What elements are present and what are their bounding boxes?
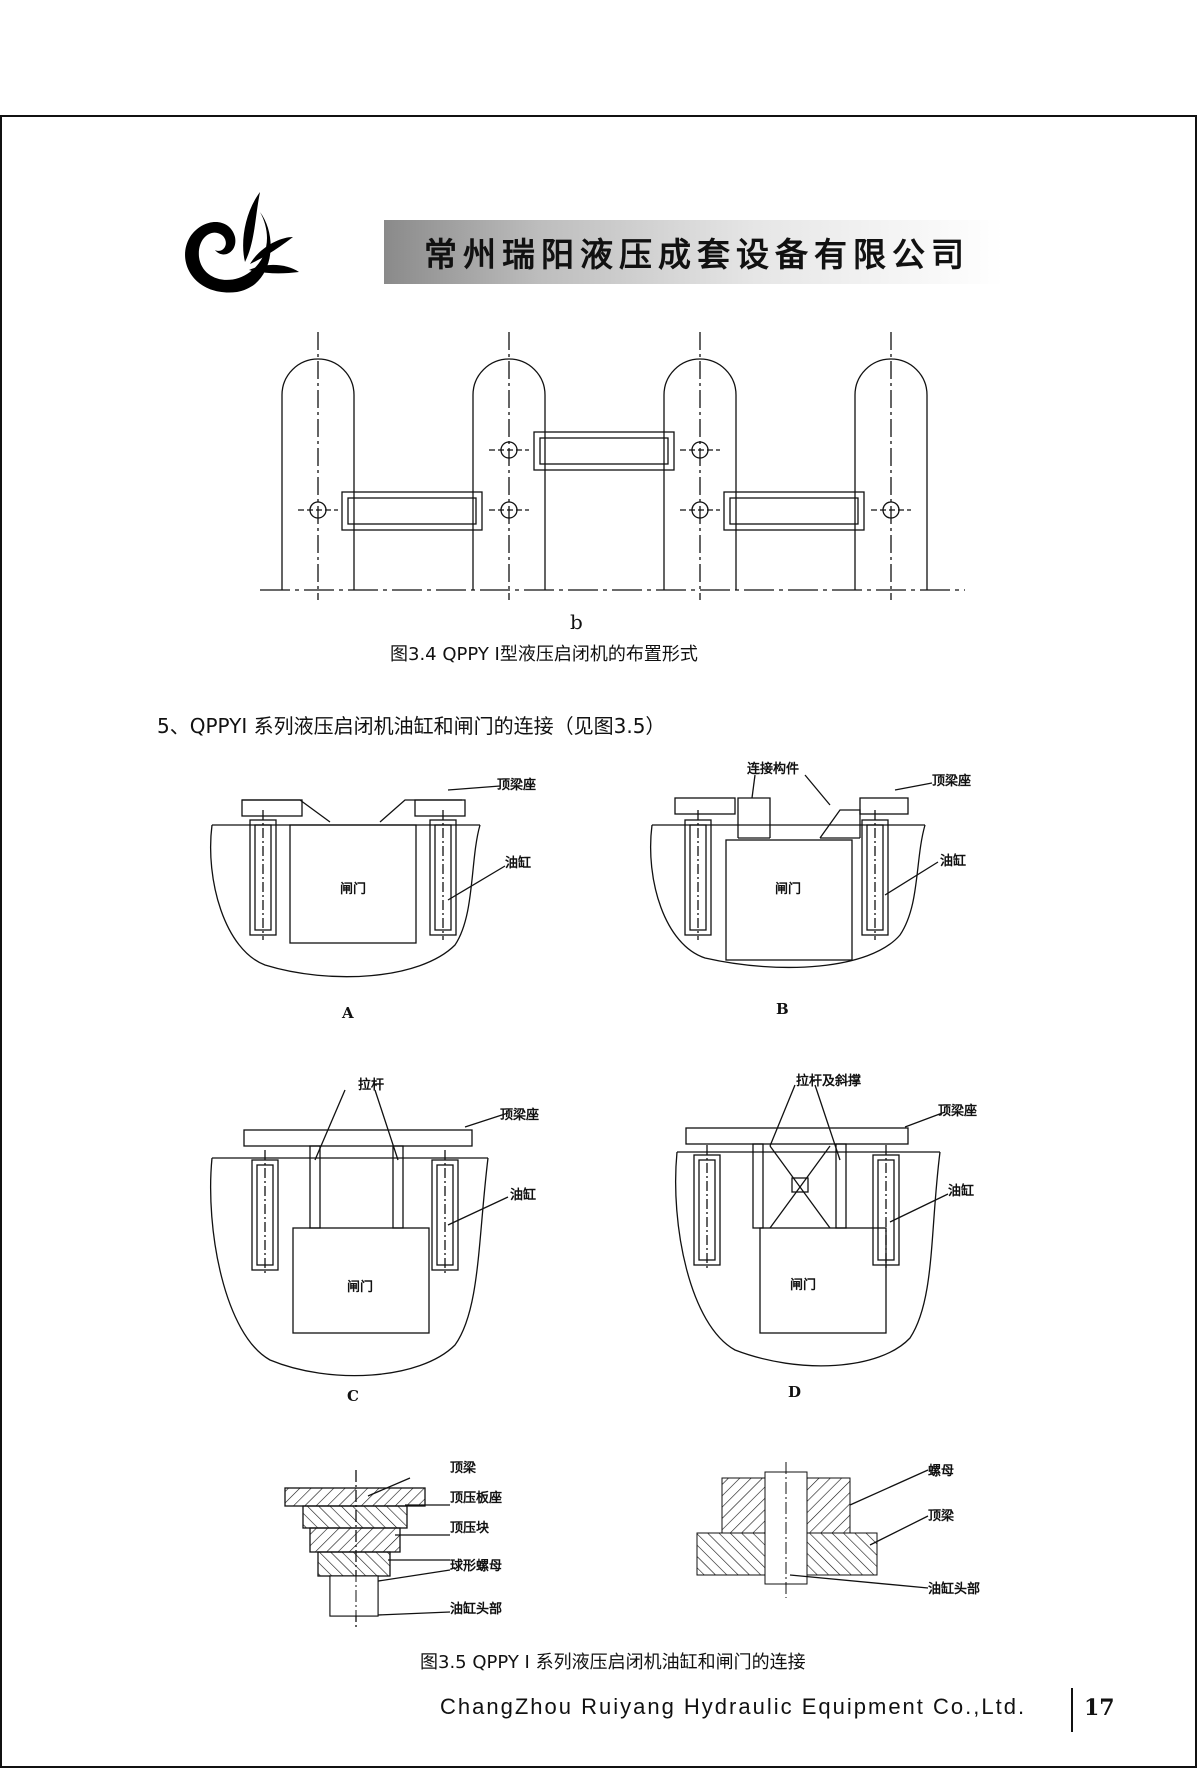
label-a-gate: 闸门	[340, 882, 367, 897]
figure-sub-label: b	[570, 610, 583, 634]
label-d-cylinder: 油缸	[948, 1184, 975, 1199]
label-d-letter: D	[788, 1383, 802, 1401]
footer-company-en: ChangZhou Ruiyang Hydraulic Equipment Co…	[440, 1694, 1027, 1719]
label-b-beam-seat: 顶梁座	[932, 774, 972, 789]
company-logo-icon	[185, 192, 299, 293]
company-name: 常州瑞阳液压成套设备有限公司	[424, 235, 970, 274]
label-c-tie-rod: 拉杆	[358, 1078, 385, 1093]
detail-right-top-beam: 顶梁	[928, 1509, 955, 1524]
label-a-beam-seat: 顶梁座	[497, 778, 537, 793]
page-number: 17	[1084, 1695, 1115, 1721]
detail-right-cylinder-head: 油缸头部	[928, 1582, 981, 1597]
label-b-cylinder: 油缸	[940, 854, 967, 869]
label-d-beam-seat: 顶梁座	[938, 1104, 978, 1119]
section-heading: 5、QPPYⅠ 系列液压启闭机油缸和闸门的连接（见图3.5）	[157, 714, 666, 738]
label-b-connector: 连接构件	[747, 762, 800, 777]
label-a-letter: A	[342, 1004, 354, 1022]
detail-left-press-plate-seat: 顶压板座	[450, 1491, 503, 1506]
detail-left-top-beam: 顶梁	[450, 1461, 477, 1476]
label-c-cylinder: 油缸	[510, 1188, 537, 1203]
company-banner: 常州瑞阳液压成套设备有限公司	[384, 220, 1004, 284]
label-d-tie-rod-brace: 拉杆及斜撑	[796, 1074, 862, 1089]
figure-3-5-caption: 图3.5 QPPY Ⅰ 系列液压启闭机油缸和闸门的连接	[420, 1652, 806, 1673]
label-d-gate: 闸门	[790, 1278, 817, 1293]
label-c-gate: 闸门	[347, 1280, 374, 1295]
detail-left-cylinder-head: 油缸头部	[450, 1602, 503, 1617]
label-b-gate: 闸门	[775, 882, 802, 897]
label-c-letter: C	[347, 1387, 359, 1405]
footer-divider	[1071, 1688, 1073, 1732]
label-a-cylinder: 油缸	[505, 856, 532, 871]
label-c-beam-seat: 顶梁座	[500, 1108, 540, 1123]
label-b-letter: B	[776, 1000, 789, 1018]
figure-3-4-caption: 图3.4 QPPY Ⅰ型液压启闭机的布置形式	[390, 644, 698, 665]
detail-left-ball-nut: 球形螺母	[450, 1559, 503, 1574]
detail-right-nut: 螺母	[928, 1464, 955, 1479]
page-frame	[0, 115, 1197, 1768]
detail-left-press-block: 顶压块	[450, 1521, 490, 1536]
